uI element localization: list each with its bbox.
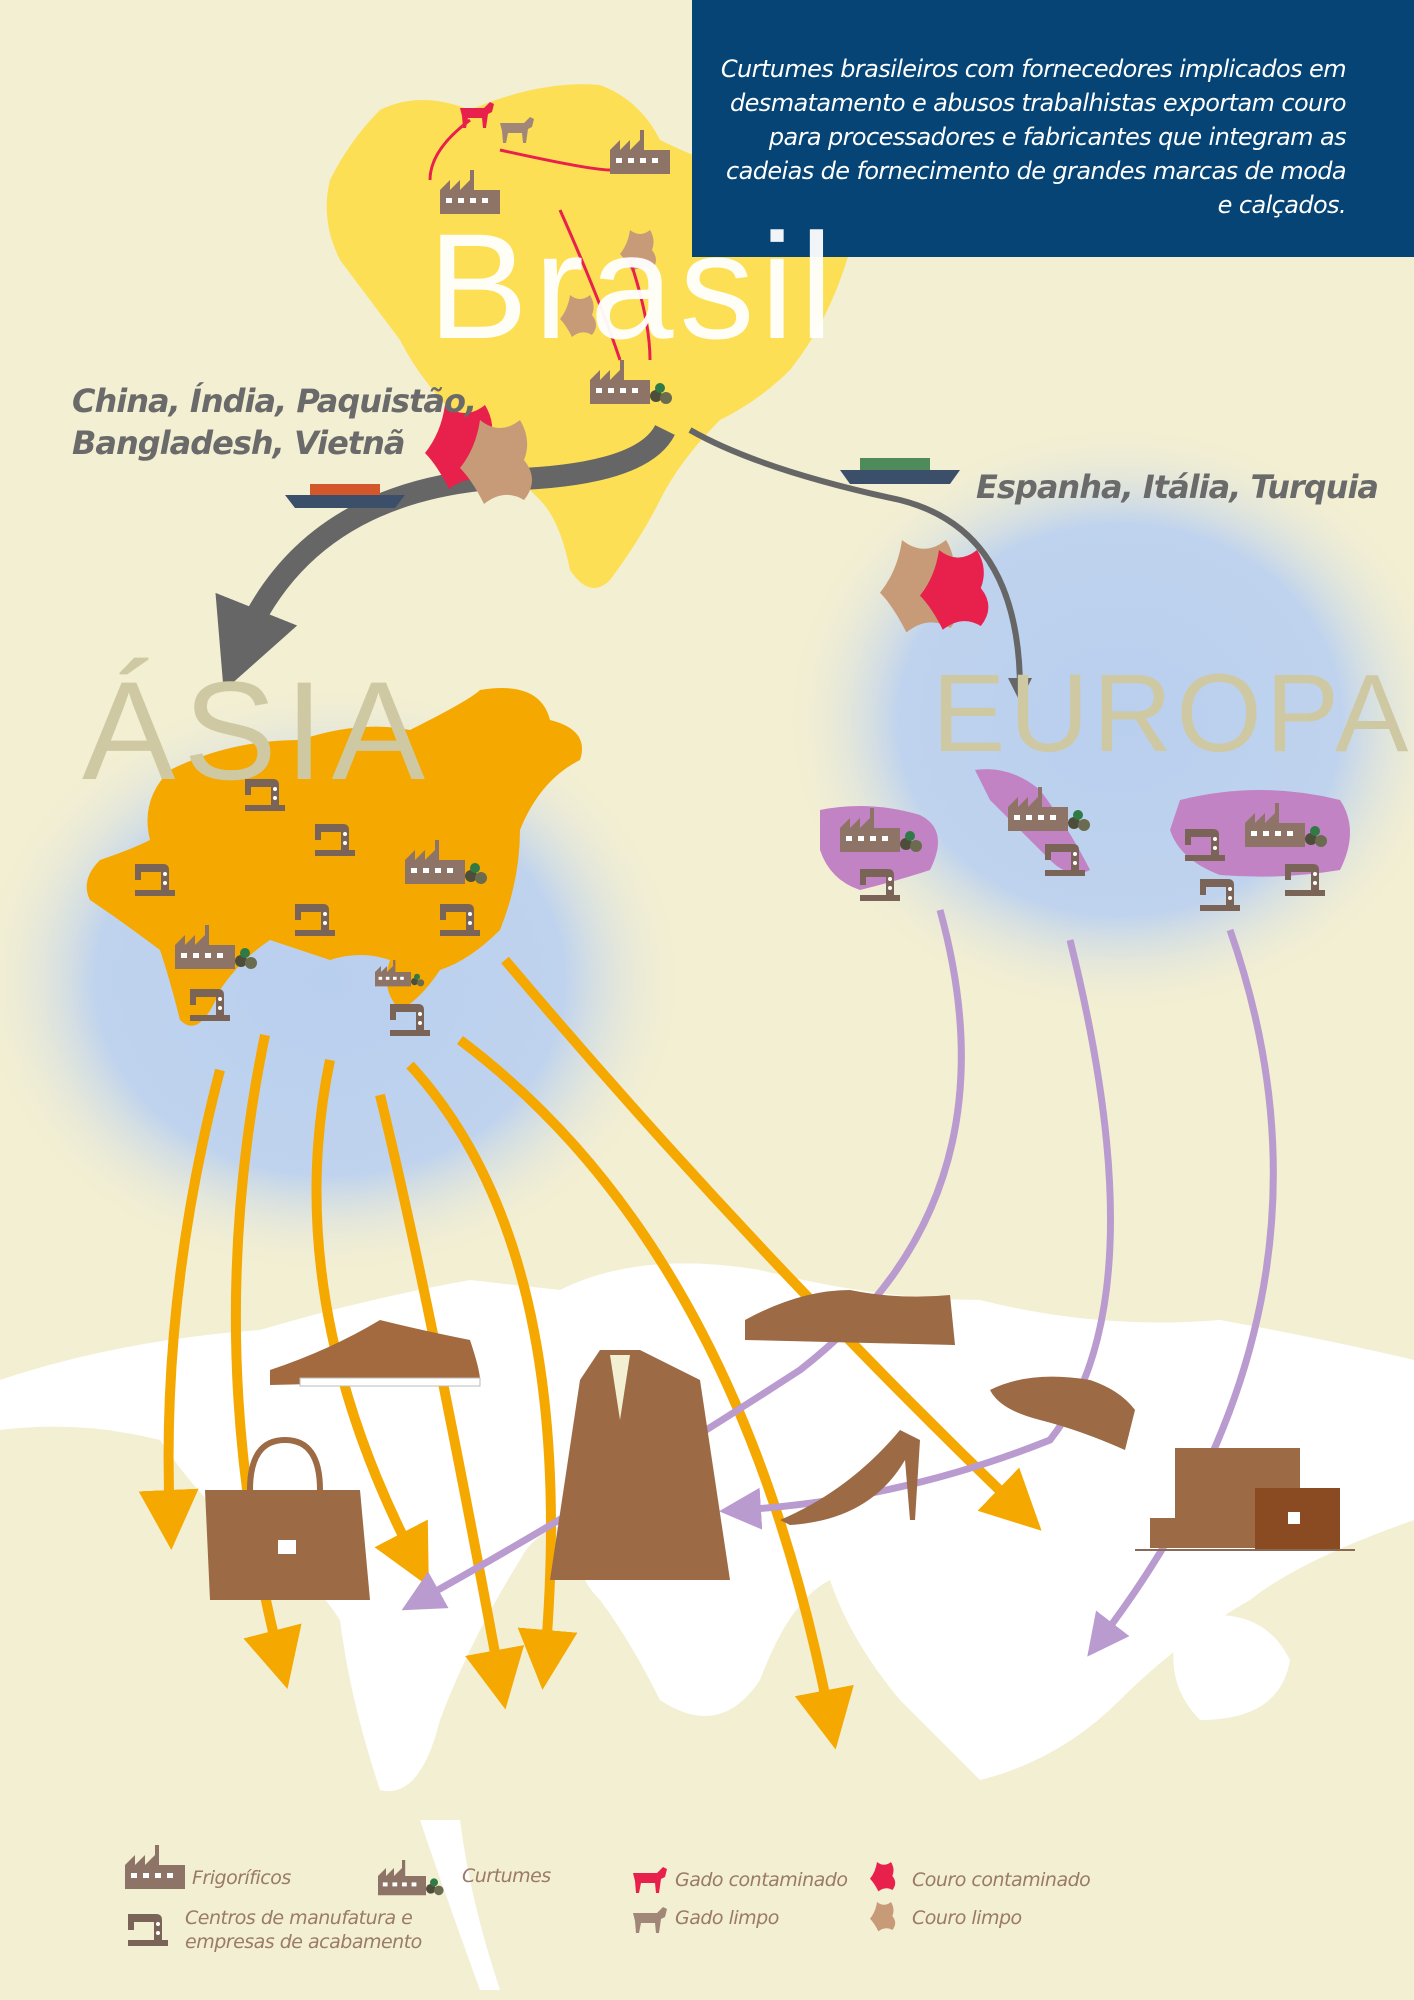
legend-clean-leather-icon — [870, 1902, 896, 1932]
legend-slaughterhouse-icon — [125, 1845, 185, 1889]
legend-contaminated-leather-icon — [870, 1862, 896, 1892]
region-label-brazil: Brasil — [428, 202, 840, 370]
legend-clean-cattle-icon — [633, 1907, 667, 1933]
south-america-tip — [420, 1820, 500, 1990]
export-arrow-asia — [215, 424, 675, 691]
briefcase-icon — [1135, 1448, 1355, 1551]
region-label-europe: EUROPA — [932, 652, 1413, 775]
export-arrow-europe — [688, 427, 1032, 702]
legend-clean-leather: Couro limpo — [912, 1907, 1022, 1929]
asia-destinations-line2: Bangladesh, Vietnã — [72, 424, 406, 462]
legend-tannery-icon — [378, 1860, 444, 1895]
asia-destinations: China, Índia, Paquistão, Bangladesh, Vie… — [72, 380, 477, 464]
header-text: Curtumes brasileiros com fornecedores im… — [720, 55, 1347, 219]
asia-map — [86, 688, 583, 1026]
header-box: Curtumes brasileiros com fornecedores im… — [692, 0, 1414, 257]
legend-contaminated-cattle: Gado contaminado — [675, 1869, 848, 1891]
gloves-icon — [990, 1376, 1135, 1450]
region-label-asia: ÁSIA — [82, 652, 434, 809]
dress-shoe-icon — [745, 1290, 955, 1345]
legend-sewing-machine-icon — [128, 1914, 168, 1946]
legend-contaminated-leather: Couro contaminado — [912, 1869, 1091, 1891]
legend-tanneries: Curtumes — [462, 1865, 551, 1887]
handbag-icon — [205, 1436, 370, 1600]
legend-contaminated-cattle-icon — [633, 1867, 667, 1893]
high-heel-icon — [780, 1430, 920, 1525]
legend-manufacturing-line2: empresas de acabamento — [185, 1931, 422, 1953]
legend-manufacturing-line1: Centros de manufatura e — [185, 1907, 413, 1929]
australia — [1173, 1615, 1290, 1720]
legend-clean-cattle: Gado limpo — [675, 1907, 779, 1929]
legend-slaughterhouses: Frigoríficos — [192, 1867, 291, 1889]
sneakers-icon — [270, 1320, 481, 1387]
cargo-ship-icon — [285, 458, 960, 508]
legend-manufacturing: Centros de manufatura e empresas de acab… — [185, 1906, 422, 1954]
jacket-icon — [550, 1350, 730, 1580]
europe-destinations: Espanha, Itália, Turquia — [976, 468, 1379, 506]
asia-destinations-line1: China, Índia, Paquistão, — [72, 382, 477, 420]
